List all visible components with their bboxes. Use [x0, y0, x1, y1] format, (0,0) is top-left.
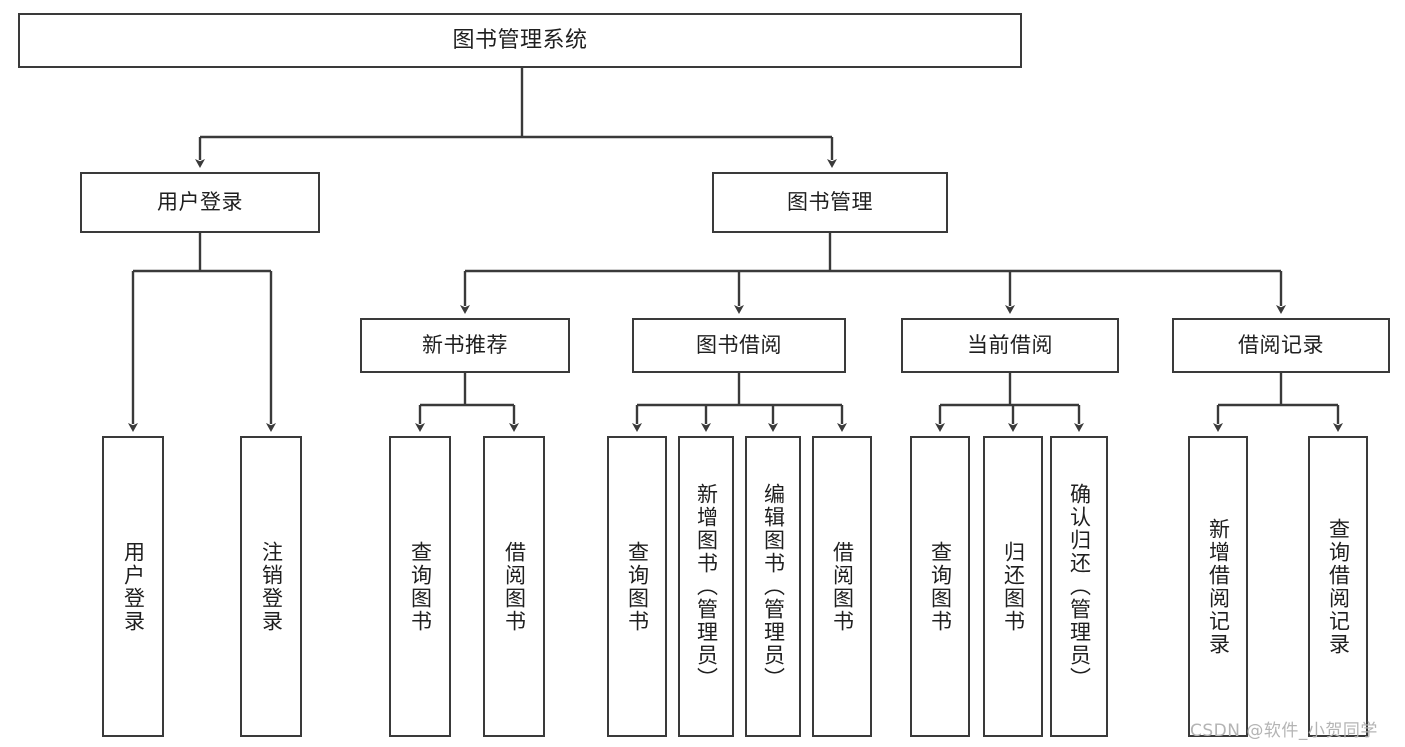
csdn-watermark: CSDN @软件_小贺同学	[1190, 721, 1378, 741]
node-label: 注销登录	[259, 540, 284, 633]
leaf-node-query-record[interactable]: 查询借阅记录	[1308, 436, 1368, 737]
leaf-node-query-book-1[interactable]: 查询图书	[389, 436, 451, 737]
node-user-login[interactable]: 用户登录	[80, 172, 320, 233]
node-label: 当前借阅	[967, 333, 1053, 358]
node-label: 新增借阅记录	[1206, 517, 1231, 656]
node-label: 新书推荐	[422, 333, 508, 358]
node-new-book-rec[interactable]: 新书推荐	[360, 318, 570, 373]
node-label: 用户登录	[121, 540, 146, 633]
leaf-node-add-book[interactable]: 新增图书（管理员）	[678, 436, 734, 737]
leaf-node-borrow-book-2[interactable]: 借阅图书	[812, 436, 872, 737]
leaf-node-confirm-return[interactable]: 确认归还（管理员）	[1050, 436, 1108, 737]
leaf-node-query-book-2[interactable]: 查询图书	[607, 436, 667, 737]
node-label: 借阅图书	[502, 540, 527, 633]
node-label: 图书管理	[787, 190, 873, 215]
node-label: 图书管理系统	[452, 27, 588, 53]
node-label: 图书借阅	[696, 333, 782, 358]
node-label: 查询图书	[928, 540, 953, 633]
node-book-manage[interactable]: 图书管理	[712, 172, 948, 233]
node-book-borrow[interactable]: 图书借阅	[632, 318, 846, 373]
leaf-node-query-book-3[interactable]: 查询图书	[910, 436, 970, 737]
node-root-system[interactable]: 图书管理系统	[18, 13, 1022, 68]
leaf-node-user-logout[interactable]: 注销登录	[240, 436, 302, 737]
leaf-node-borrow-book-1[interactable]: 借阅图书	[483, 436, 545, 737]
node-label: 查询图书	[625, 540, 650, 633]
node-label: 新增图书（管理员）	[694, 483, 719, 690]
node-label: 归还图书	[1001, 540, 1026, 633]
node-label: 编辑图书（管理员）	[761, 483, 786, 690]
node-label: 借阅记录	[1238, 333, 1324, 358]
leaf-node-edit-book[interactable]: 编辑图书（管理员）	[745, 436, 801, 737]
leaf-node-add-record[interactable]: 新增借阅记录	[1188, 436, 1248, 737]
leaf-node-user-login[interactable]: 用户登录	[102, 436, 164, 737]
node-label: 借阅图书	[830, 540, 855, 633]
node-label: 查询图书	[408, 540, 433, 633]
node-current-borrow[interactable]: 当前借阅	[901, 318, 1119, 373]
leaf-node-return-book[interactable]: 归还图书	[983, 436, 1043, 737]
node-label: 查询借阅记录	[1326, 517, 1351, 656]
node-label: 确认归还（管理员）	[1067, 483, 1092, 690]
node-label: 用户登录	[157, 190, 243, 215]
node-borrow-record[interactable]: 借阅记录	[1172, 318, 1390, 373]
